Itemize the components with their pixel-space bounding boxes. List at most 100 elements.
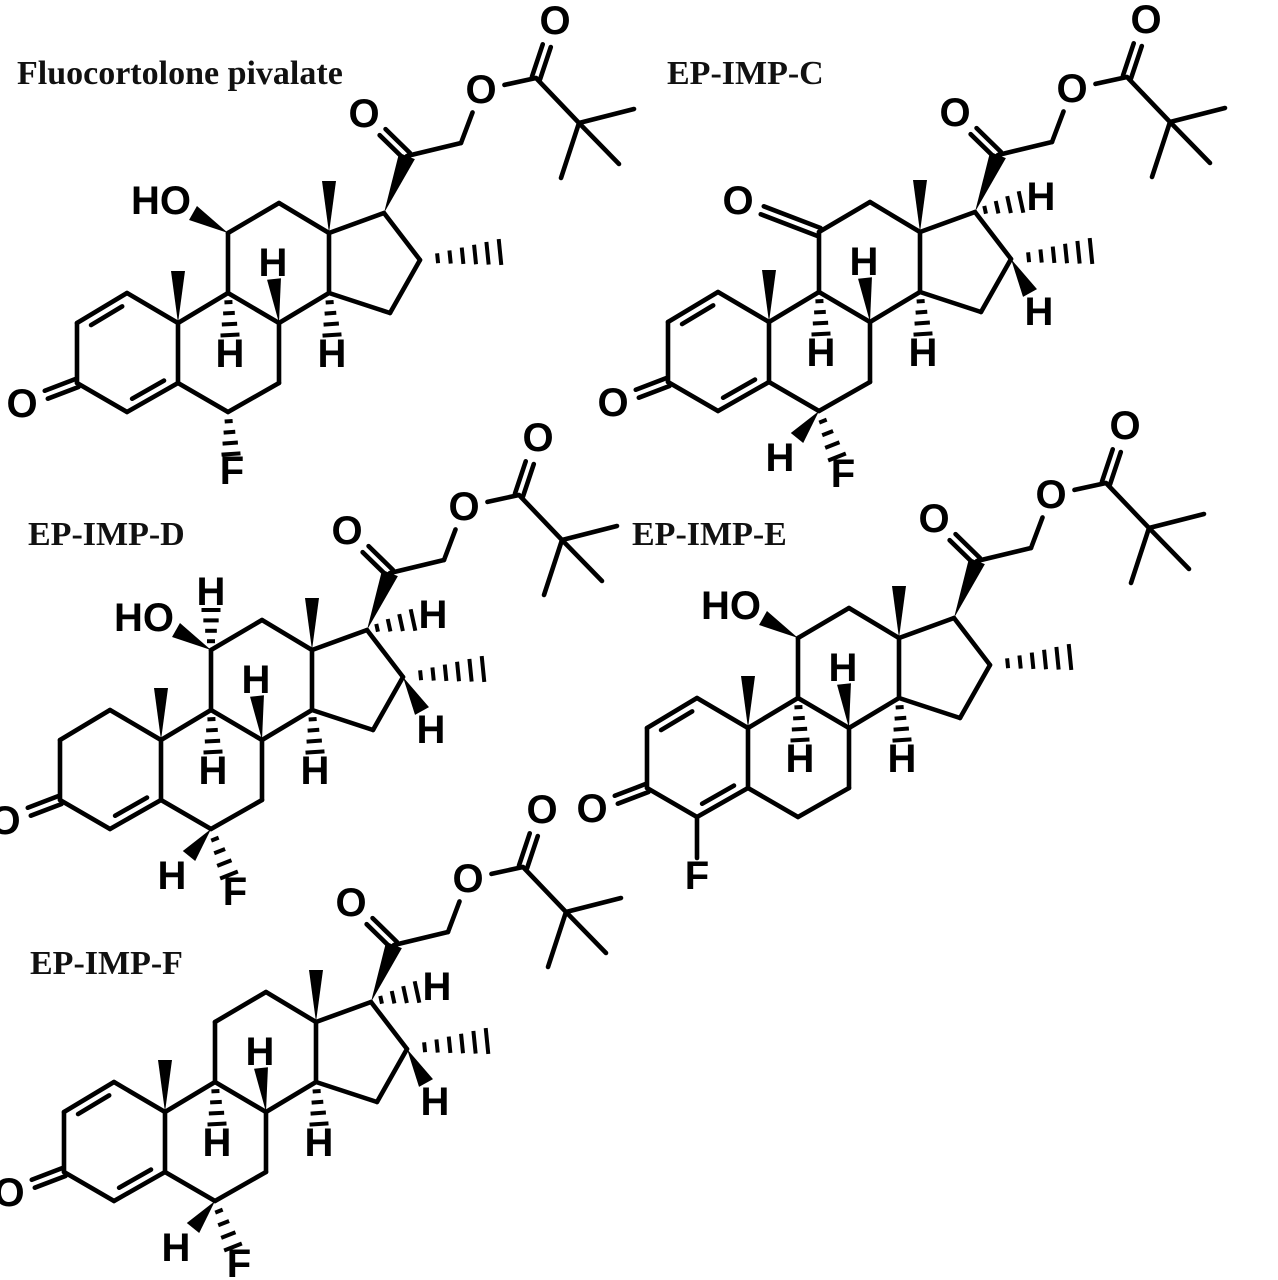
wedge-bond	[790, 411, 819, 444]
atom-label-oxygen-22: O	[539, 0, 570, 43]
hash-bond	[1075, 240, 1082, 264]
bond	[1072, 480, 1109, 493]
hash-bond	[1005, 658, 1011, 669]
hash-bond	[389, 990, 397, 1004]
wedge-bond	[189, 206, 228, 233]
bond	[225, 200, 282, 236]
bond	[720, 377, 758, 401]
hash-bond	[1026, 252, 1032, 263]
hash-bond	[309, 1121, 329, 1127]
bond	[715, 379, 772, 414]
bond	[74, 380, 130, 415]
bond	[795, 785, 852, 820]
atom-label-fluorine-6: F	[831, 452, 855, 496]
hash-bond	[824, 440, 841, 450]
bond	[917, 289, 984, 315]
hash-bond	[484, 241, 491, 265]
hash-bond	[913, 331, 933, 337]
bond	[529, 42, 546, 79]
bond	[360, 549, 390, 579]
atom-label-oxygen-21: O	[465, 68, 496, 112]
hash-bond	[220, 332, 240, 338]
bond	[633, 375, 669, 393]
atom-label-hydrogen-8: H	[242, 658, 271, 702]
wedge-bond	[182, 829, 211, 862]
hash-bond	[397, 613, 405, 632]
bond	[947, 537, 977, 567]
wedge-bond	[154, 688, 168, 740]
bond	[489, 864, 526, 877]
bond	[846, 605, 902, 641]
hash-bond	[210, 1099, 222, 1105]
bond	[162, 1079, 218, 1115]
bond	[107, 797, 164, 832]
bond	[61, 1169, 117, 1204]
bond	[313, 1079, 380, 1105]
bond	[309, 627, 370, 653]
bond	[57, 707, 113, 743]
bond	[816, 379, 873, 414]
wedge-bond	[975, 151, 1006, 212]
hash-bond	[1038, 249, 1044, 263]
bond	[374, 1046, 410, 1105]
bond	[867, 199, 923, 235]
atom-label-hydrogen-8: H	[246, 1030, 275, 1074]
bond	[896, 615, 957, 641]
atom-label-hydrogen-16: H	[417, 708, 446, 752]
atom-label-oxygen-21: O	[1056, 67, 1087, 111]
wedge-bond	[186, 1201, 215, 1234]
bond	[368, 999, 410, 1052]
hash-bond	[222, 440, 239, 446]
hash-bond	[223, 310, 235, 316]
atom-label-oxygen-21: O	[452, 857, 483, 901]
hash-bond	[312, 1088, 321, 1094]
hash-bond	[210, 835, 220, 843]
wedge-bond	[741, 676, 755, 728]
wedge-bond	[762, 270, 776, 322]
bond	[28, 801, 64, 818]
bond	[45, 384, 81, 401]
wedge-bond	[892, 586, 906, 638]
bond	[995, 139, 1055, 158]
bond	[766, 289, 822, 325]
hash-bond	[1063, 243, 1070, 264]
hash-bond	[1017, 655, 1023, 669]
hash-bond	[442, 664, 449, 682]
hash-bond	[311, 1099, 324, 1105]
hash-bond	[220, 1230, 237, 1240]
atom-label-oxygen-11: O	[722, 179, 753, 223]
bond	[516, 492, 565, 543]
atom-label-oxygen-3: O	[6, 382, 37, 426]
bond	[576, 106, 637, 126]
bond	[225, 380, 282, 415]
hash-bond	[827, 451, 847, 463]
atom-label-oxygen-22: O	[1130, 0, 1161, 42]
bond	[1124, 74, 1173, 125]
bond	[107, 707, 164, 743]
bond	[309, 707, 376, 733]
atom-label-hydrogen-16: H	[1025, 290, 1054, 334]
bond	[1167, 105, 1228, 125]
hash-bond	[221, 451, 241, 457]
bond	[644, 695, 700, 731]
bond	[381, 210, 423, 263]
bond	[951, 615, 993, 668]
bond	[124, 380, 181, 415]
bond	[563, 909, 609, 956]
hash-bond	[323, 321, 340, 327]
bond	[766, 379, 822, 414]
bond	[88, 304, 125, 328]
bond	[972, 209, 1014, 262]
molecule-title: EP-IMP-C	[667, 55, 824, 92]
bond	[761, 204, 823, 231]
bond	[699, 783, 737, 807]
bond	[576, 120, 622, 167]
atom-label-hydrogen-9: H	[216, 332, 245, 376]
bond	[917, 209, 978, 235]
bond	[896, 695, 963, 721]
bond	[1099, 447, 1116, 484]
bond	[524, 833, 541, 871]
bond	[212, 989, 269, 1025]
bond	[276, 290, 332, 326]
